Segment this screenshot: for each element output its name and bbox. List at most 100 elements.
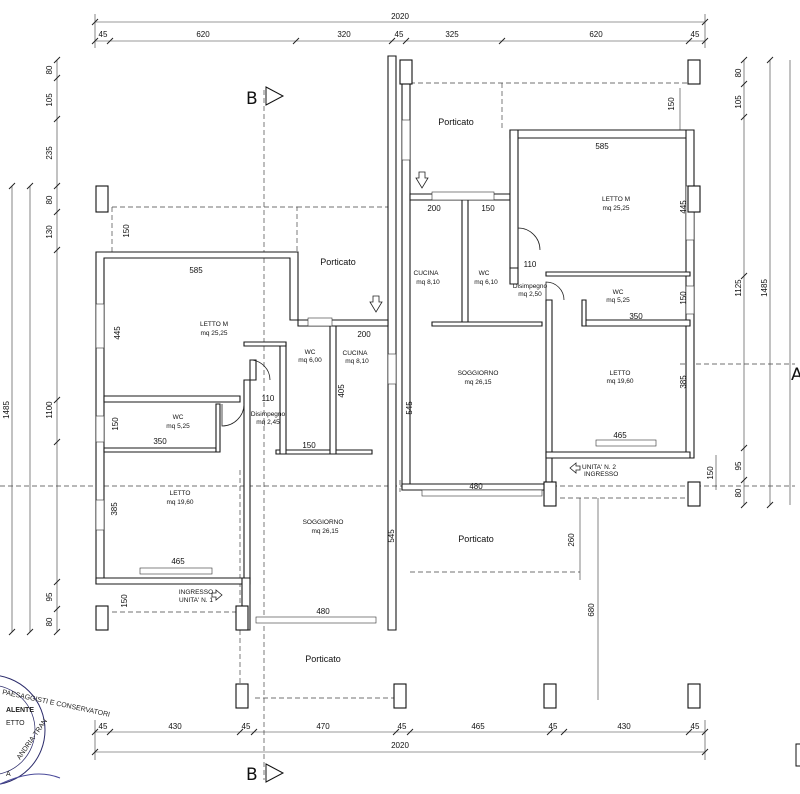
dim-left-1: 80 <box>45 65 54 74</box>
architect-seal: PAESAGGISTI E CONSERVATORI ALENTE ETTO A… <box>0 675 111 785</box>
left-unita: UNITA' N. 1 <box>179 597 213 604</box>
edge-frame <box>795 743 800 767</box>
left-letto-area: mq 19,60 <box>166 499 193 506</box>
window <box>95 499 105 531</box>
right-soggiorno-name: SOGGIORNO <box>458 370 499 377</box>
dim-right-outer-total: 1485 <box>760 279 769 297</box>
dim-top-4: 45 <box>395 30 404 39</box>
right-wc-small-name: WC <box>613 289 624 296</box>
dim-left-inner-total: 1100 <box>45 401 54 419</box>
left-unit: Porticato Porticato 585 445 LETTO M mq 2… <box>95 55 407 709</box>
dim-top-1: 45 <box>99 30 108 39</box>
left-letto-width: 465 <box>171 557 185 566</box>
right-letto-m-name: LETTO M <box>602 196 630 203</box>
left-soggiorno-area: mq 26,15 <box>311 528 338 535</box>
section-b-bottom-arrow <box>265 763 285 783</box>
right-cucina-area: mq 8,10 <box>416 279 440 286</box>
dim-bottom-3: 45 <box>242 722 251 731</box>
window <box>95 415 105 443</box>
seal-line1: PAESAGGISTI E CONSERVATORI <box>2 689 111 719</box>
top-dimension-chain: 2020 45 620 320 45 325 620 45 <box>91 12 709 48</box>
window <box>401 119 411 161</box>
right-letto-width: 465 <box>613 431 627 440</box>
window <box>139 567 213 575</box>
left-letto-m-depth: 445 <box>113 326 122 340</box>
right-unit: Porticato Porticato 585 445 LETTO M mq 2… <box>399 59 717 709</box>
left-wc-small-area: mq 5,25 <box>166 423 190 430</box>
left-soggiorno-depth: 545 <box>387 529 396 543</box>
right-wc-small-area: mq 5,25 <box>606 297 630 304</box>
right-letto-m-area: mq 25,25 <box>602 205 629 212</box>
dim-top-3: 320 <box>337 30 351 39</box>
right-unita: UNITA' N. 2 <box>582 464 616 471</box>
seal-line2: ALENTE <box>6 707 34 714</box>
section-b-top-label: B <box>246 89 258 109</box>
dim-right-1: 80 <box>734 68 743 77</box>
right-entry-depth: 150 <box>706 466 715 480</box>
dim-bottom-4: 470 <box>316 722 330 731</box>
left-porch-bottom-label: Porticato <box>305 654 341 664</box>
right-letto-depth: 385 <box>679 375 688 389</box>
right-wc-small-depth: 150 <box>679 291 688 305</box>
right-letto-m-width: 585 <box>595 142 609 151</box>
dim-top-7: 45 <box>691 30 700 39</box>
dim-right-2: 105 <box>734 95 743 109</box>
left-letto-m-area: mq 25,25 <box>200 330 227 337</box>
dim-top-2: 620 <box>196 30 210 39</box>
dim-bottom-total: 2020 <box>391 741 409 750</box>
right-disimpegno-area: mq 2,50 <box>518 291 542 298</box>
window <box>685 285 695 315</box>
left-cucina-name: CUCINA <box>343 350 369 357</box>
dim-top-6: 620 <box>589 30 603 39</box>
seal-line3: ETTO <box>6 720 25 727</box>
section-b-top-arrow <box>265 86 285 106</box>
dim-bottom-6: 465 <box>471 722 485 731</box>
dim-right-inner-total: 1125 <box>734 279 743 297</box>
right-wc-area: mq 6,10 <box>474 279 498 286</box>
dim-bottom-7: 45 <box>549 722 558 731</box>
right-letto-name: LETTO <box>610 370 631 377</box>
right-porch-top-label: Porticato <box>438 117 474 127</box>
left-disimpegno-area: mq 2,45 <box>256 419 280 426</box>
left-letto-depth: 385 <box>110 502 119 516</box>
right-soggiorno-area: mq 26,15 <box>464 379 491 386</box>
left-dimension-chain: 80 105 235 80 130 1100 95 80 1485 <box>2 56 61 636</box>
left-wc-name: WC <box>305 349 316 356</box>
window <box>95 303 105 349</box>
right-wc-small-width: 350 <box>629 312 643 321</box>
right-letto-m-depth: 445 <box>679 200 688 214</box>
left-wc-area: mq 6,00 <box>298 357 322 364</box>
left-wc-small-width: 350 <box>153 437 167 446</box>
door-arc <box>249 359 271 381</box>
window <box>421 489 543 497</box>
door-arc <box>545 281 565 301</box>
left-disimpegno-name: Disimpegno <box>251 411 286 418</box>
window <box>595 439 657 447</box>
left-soggiorno-width: 480 <box>316 607 330 616</box>
left-cucina-depth: 405 <box>337 384 346 398</box>
dim-left-outer-total: 1485 <box>2 401 11 419</box>
right-porch-depth-1: 150 <box>667 97 676 111</box>
right-soggiorno-depth: 545 <box>405 401 414 415</box>
right-porch-depth-3: 680 <box>587 603 596 617</box>
dim-left-2: 105 <box>45 93 54 107</box>
door-arc <box>517 227 541 251</box>
bottom-dimension-chain: 45 430 45 470 45 465 45 430 45 2020 <box>91 720 709 760</box>
right-porch-bottom-label: Porticato <box>458 534 494 544</box>
dim-bottom-1: 45 <box>99 722 108 731</box>
section-a-label: A <box>791 365 800 385</box>
right-cucina-name: CUCINA <box>414 270 440 277</box>
left-wc-width: 150 <box>302 441 316 450</box>
right-porch-depth-2: 260 <box>567 533 576 547</box>
right-soggiorno-width: 480 <box>469 482 483 491</box>
left-wc-small-name: WC <box>173 414 184 421</box>
dim-left-3: 235 <box>45 146 54 160</box>
left-ingresso: INGRESSO <box>179 589 213 596</box>
right-disimpegno-name: Disimpegno <box>513 283 548 290</box>
dim-left-5: 130 <box>45 225 54 239</box>
left-letto-name: LETTO <box>170 490 191 497</box>
left-cucina-width: 200 <box>357 330 371 339</box>
left-soggiorno-name: SOGGIORNO <box>303 519 344 526</box>
dim-top-total: 2020 <box>391 12 409 21</box>
